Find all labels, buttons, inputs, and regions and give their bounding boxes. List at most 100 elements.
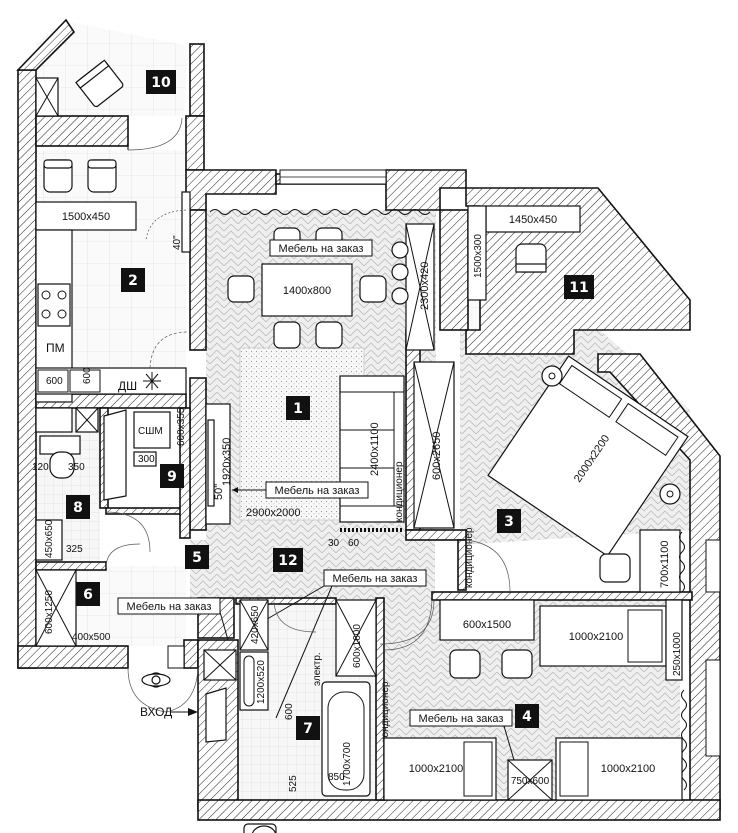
tv-unit-dim: 1920x350 [221,438,233,486]
custom-furniture-label-2: Мебель на заказ [232,481,369,499]
dining-table [261,263,353,317]
balcony-11-furniture: 1450x450 1500x300 [467,205,581,301]
svg-text:7: 7 [303,721,313,737]
balcony-10-furniture [35,59,183,151]
bed-master: 2000x2200 [487,355,689,557]
washer-dim: 600x355 [176,407,187,446]
svg-text:6: 6 [83,587,93,603]
balcony-shelf-dim: 1500x300 [473,234,484,278]
wardrobe-bedroom-dim: 600x2650 [431,432,443,480]
svg-text:4: 4 [522,709,532,725]
bath-basin-dim: 850 [328,772,345,783]
kids-room-furniture: 600x1500 1000x2100 250x1000 1000x2100 75… [383,599,687,801]
dining-table-dim: 1400x800 [283,285,331,297]
custom-furniture-label-1: Мебель на заказ [269,239,373,257]
sofa-dim: 2400x1100 [369,422,381,476]
svg-text:8: 8 [73,500,83,516]
room-number-5: 5 [185,545,209,569]
svg-text:Мебель на заказ: Мебель на заказ [419,713,504,725]
svg-text:3: 3 [504,514,514,530]
svg-text:12: 12 [278,553,297,569]
svg-text:Мебель на заказ: Мебель на заказ [127,601,212,613]
tv-size: 50" [213,484,225,500]
kids-cabinet-dim: 750x600 [511,776,550,787]
fridge-icon [143,372,161,390]
custom-furniture-label-3: Мебель на заказ [261,569,427,719]
custom-furniture-label-4: Мебель на заказ [117,597,229,641]
living-furniture: 1400x800 2300x420 Мебель на заказ 2400x1… [205,209,435,549]
room-number-7: 7 [296,716,320,740]
dishwasher-label: ПМ [46,341,65,355]
sink-depth: 600 [82,367,93,384]
custom-furniture-label-5: Мебель на заказ [409,709,515,761]
kitchen-furniture: 1500x450 ПМ 600 600 ДШ 40" [35,159,191,403]
closet-hall-dim: 600x1250 [44,590,55,634]
balcony-desk-dim: 1450x450 [509,214,557,226]
dsh-label: ДШ [118,379,137,393]
bath-cabinet-dim: 1200x520 [256,660,267,704]
kids-desk-dim: 600x1500 [463,619,511,631]
toilet-icon [243,823,277,833]
svg-text:Мебель на заказ: Мебель на заказ [275,485,360,497]
wardrobe-corridor-dim: 600x1600 [352,624,363,668]
bedroom-furniture: 600x2650 2000x2200 700x1100 кондиционер [413,355,689,593]
wc-offset: 120 [32,462,49,473]
room-number-11: 11 [564,275,594,299]
room-number-12: 12 [273,548,303,572]
wardrobe-dining-dim: 2300x420 [419,262,431,310]
counter-dim: 1500x450 [62,211,110,223]
wc-depth: 350 [68,462,85,473]
svg-text:10: 10 [151,75,171,91]
room-number-1: 1 [286,396,310,420]
windows [167,169,721,757]
hall-6: 600x1250 400x500 Мебель на заказ ВХОД [35,569,237,719]
shower-gap: 325 [66,544,83,555]
room-number-6: 6 [76,582,100,606]
kids-bed-top-dim: 1000x2100 [569,631,623,643]
corridor-furniture: Мебель на заказ [261,569,435,719]
wc-bath-dim: 525 [288,775,299,792]
carpet-dim: 2900x2000 [246,507,300,519]
radiator-gap2: 60 [348,538,360,549]
entrance-label: ВХОД [140,705,172,719]
counter [35,201,137,231]
chair [43,159,73,193]
tv-balcony-size: 40" [172,235,183,250]
shoe-rack-dim: 400x500 [72,632,111,643]
ac-label-2: кондиционер [464,527,475,588]
hob [37,283,71,327]
room-number-10: 10 [146,70,176,94]
room-number-9: 9 [160,464,184,488]
sink-width: 600 [46,376,63,387]
room-number-3: 3 [497,509,521,533]
chair [87,159,117,193]
bath-shelf-dim: 600 [284,703,295,720]
sshm-label: СШМ [138,426,163,437]
bath-8-9: 120 350 450x650 325 СШМ 600x355 300 [32,407,187,569]
room-number-4: 4 [515,704,539,728]
ac-label-3: кондиционер [380,681,391,742]
svg-text:9: 9 [167,469,177,485]
bath-7: 420x650 1200x520 600 электр. 600x1600 17… [205,599,391,833]
nightstand-dim: 700x1100 [659,540,671,588]
ac-label-1: кондиционер [394,461,405,522]
svg-text:2: 2 [128,273,138,289]
kids-bed-br-dim: 1000x2100 [601,763,655,775]
room-number-8: 8 [66,495,90,519]
room-number-2: 2 [121,268,145,292]
shower-tray-dim: 450x650 [44,519,55,558]
elektr-label: электр. [312,652,323,686]
svg-text:5: 5 [192,550,202,566]
svg-text:Мебель на заказ: Мебель на заказ [279,243,364,255]
svg-text:1: 1 [293,401,303,417]
bathtub [321,681,371,797]
radiator-gap: 30 [328,538,340,549]
bathtub-dim: 1700x700 [342,742,353,786]
hall-cabinet-dim: 420x650 [250,605,261,644]
svg-text:11: 11 [569,280,588,296]
kids-shelf-dim: 250x1000 [672,632,683,676]
person-icon [141,672,171,688]
svg-text:Мебель на заказ: Мебель на заказ [333,573,418,585]
